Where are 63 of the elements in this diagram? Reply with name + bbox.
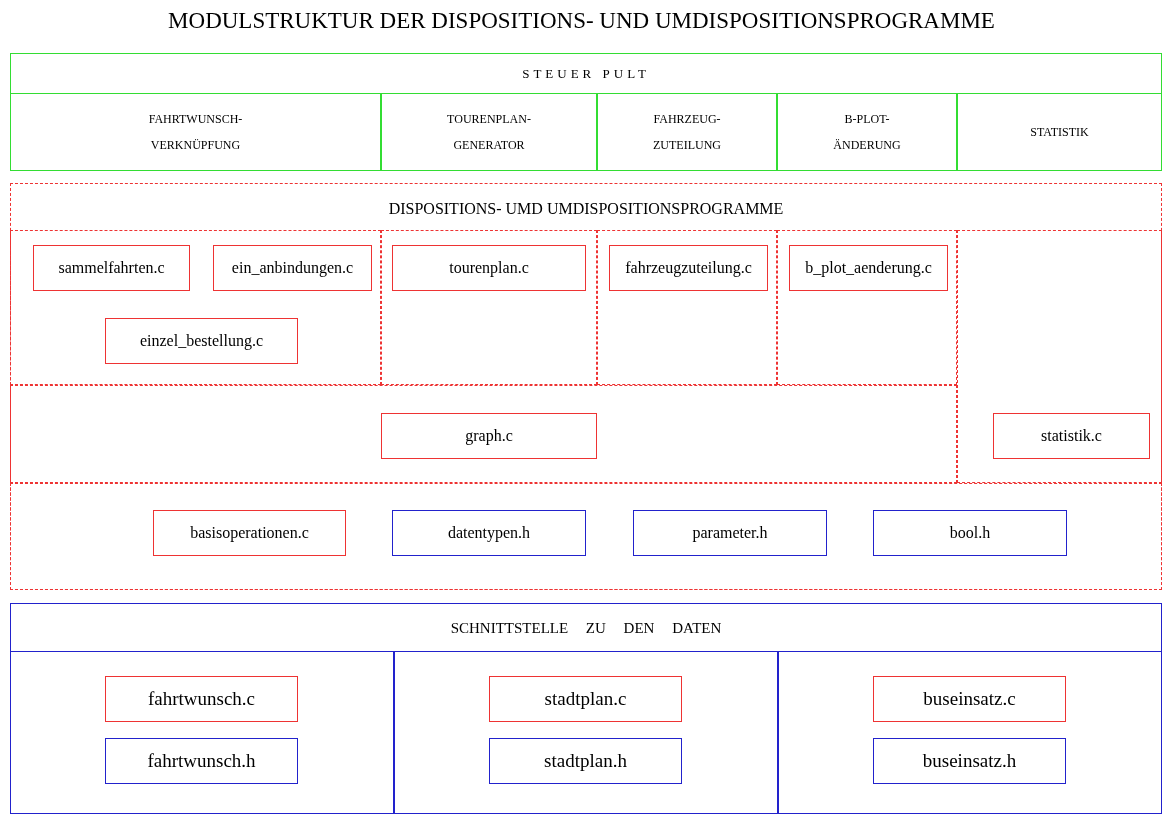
menu-label: TOURENPLAN- GENERATOR [447, 111, 531, 154]
file-name: buseinsatz.c [923, 688, 1016, 710]
module-section [10, 385, 957, 483]
file-box [633, 510, 827, 556]
section-heading: DISPOSITIONS- UMD UMDISPOSITIONSPROGRAMME [388, 199, 784, 219]
file-name: basisoperationen.c [190, 524, 309, 542]
file-name: tourenplan.c [449, 259, 529, 277]
control-panel-band [10, 53, 1162, 171]
menu-label: STATISTIK [1030, 124, 1089, 141]
diagram-title: MODULSTRUKTUR DER DISPOSITIONS- UND UMDISPOSITIONSPROGRAMME [167, 8, 996, 34]
file-name: b_plot_aenderung.c [805, 259, 932, 277]
menu-cell [10, 93, 381, 171]
file-box [609, 245, 768, 291]
module-section [778, 651, 1162, 814]
module-section [10, 651, 394, 814]
file-box [153, 510, 346, 556]
file-name: stadtplan.h [544, 750, 627, 772]
section-heading: STEUER PULT [522, 65, 650, 83]
file-box [105, 676, 298, 722]
file-name: parameter.h [692, 524, 768, 542]
data-interface-panel [10, 603, 1162, 814]
file-box [873, 738, 1066, 784]
file-name: fahrtwunsch.h [147, 750, 256, 772]
file-name: datentypen.h [447, 524, 531, 542]
file-box [105, 318, 298, 364]
module-section [381, 230, 597, 385]
file-box [33, 245, 190, 291]
file-box [392, 510, 586, 556]
module-section [597, 230, 777, 385]
module-section [777, 230, 957, 385]
file-box [873, 510, 1067, 556]
file-name: graph.c [465, 427, 513, 445]
menu-label: B-PLOT- ÄNDERUNG [833, 111, 901, 154]
module-section [394, 651, 778, 814]
menu-label: FAHRZEUG- ZUTEILUNG [653, 111, 721, 154]
file-name: sammelfahrten.c [58, 259, 165, 277]
file-box [789, 245, 948, 291]
module-section [10, 483, 1162, 590]
menu-cell [597, 93, 777, 171]
file-box [993, 413, 1150, 459]
menu-cell [957, 93, 1162, 171]
menu-label: FAHRTWUNSCH- VERKNÜPFUNG [148, 111, 243, 154]
program-group-panel [10, 183, 1162, 590]
file-name: stadtplan.c [544, 688, 627, 710]
menu-cell [381, 93, 597, 171]
file-name: fahrtwunsch.c [147, 688, 256, 710]
section-heading: SCHNITTSTELLE ZU DEN DATEN [450, 619, 722, 638]
file-name: einzel_bestellung.c [139, 332, 264, 350]
module-section [10, 230, 381, 385]
file-box [392, 245, 586, 291]
file-name: buseinsatz.h [922, 750, 1017, 772]
file-box [489, 676, 682, 722]
file-name: statistik.c [1041, 427, 1102, 445]
file-box [873, 676, 1066, 722]
file-name: bool.h [949, 524, 991, 542]
file-box [381, 413, 597, 459]
file-box [105, 738, 298, 784]
menu-cell [777, 93, 957, 171]
file-box [213, 245, 372, 291]
file-name: fahrzeugzuteilung.c [625, 259, 752, 277]
module-section [957, 230, 1162, 483]
file-box [489, 738, 682, 784]
file-name: ein_anbindungen.c [231, 259, 354, 277]
